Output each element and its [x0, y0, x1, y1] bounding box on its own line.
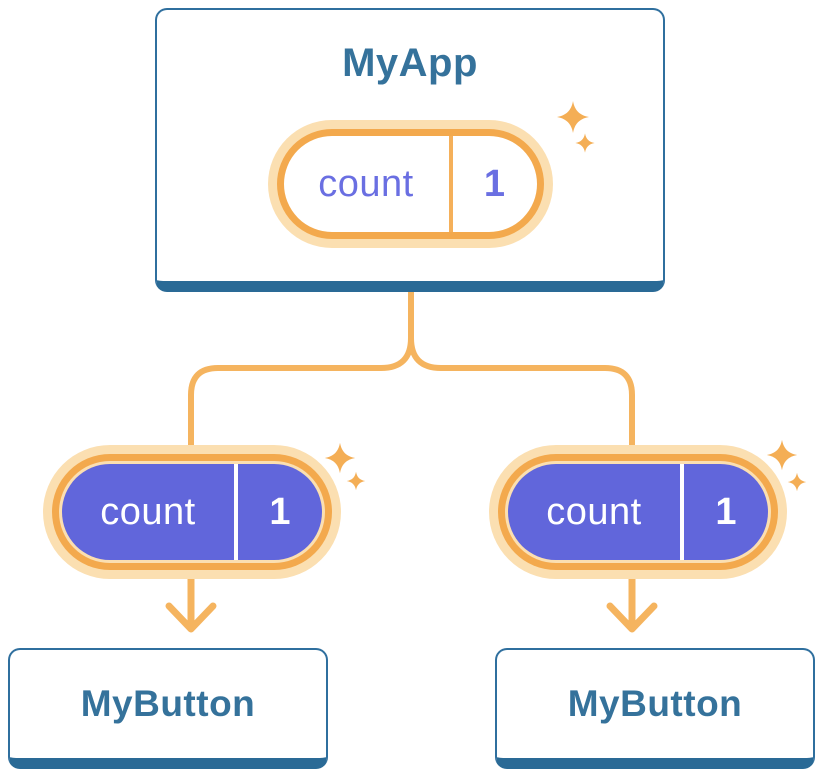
sparkle-icon	[766, 439, 807, 492]
prop-pill-label: count	[546, 490, 642, 533]
arrow-down-icon	[606, 568, 658, 633]
connector-right-branch	[408, 277, 635, 463]
prop-pill-value: 1	[269, 490, 291, 533]
pill-divider	[448, 136, 453, 232]
component-title: MyApp	[342, 41, 478, 85]
prop-pill-value: 1	[715, 490, 737, 533]
component-title: MyButton	[567, 683, 743, 724]
component-card-mybutton-left: MyButton	[8, 648, 328, 769]
pill-divider	[680, 464, 684, 560]
prop-pill-right: count 1	[508, 464, 768, 560]
component-card-mybutton-right: MyButton	[495, 648, 815, 769]
prop-pill-label: count	[100, 490, 196, 533]
pill-divider	[234, 464, 238, 560]
prop-pill-left: count 1	[62, 464, 322, 560]
connector-left-branch	[188, 277, 414, 463]
state-pill-label: count	[318, 162, 414, 205]
component-title: MyButton	[80, 683, 256, 724]
state-pill-value: 1	[483, 162, 506, 205]
sparkle-icon	[324, 442, 366, 491]
arrow-down-icon	[165, 568, 217, 633]
component-card-myapp: MyApp count 1	[155, 8, 665, 292]
state-pill: count 1	[276, 129, 544, 239]
